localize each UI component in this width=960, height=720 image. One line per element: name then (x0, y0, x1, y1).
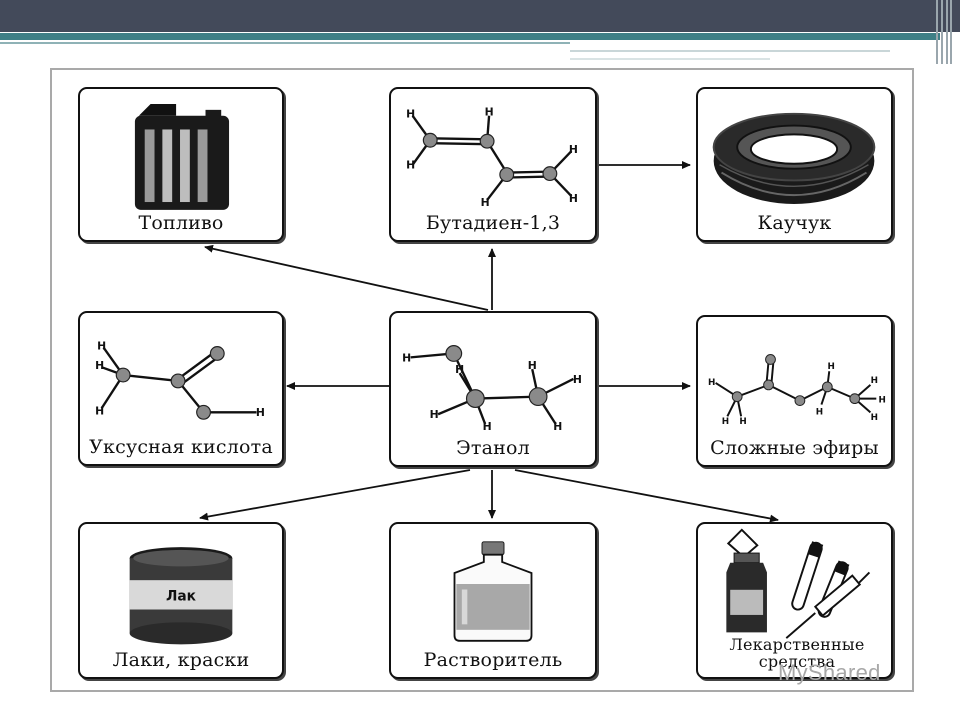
header-line (0, 42, 570, 44)
svg-text:H: H (95, 359, 104, 372)
label-rubber: Каучук (757, 212, 832, 235)
node-ethanol: H H H H H H H Этанол (389, 311, 597, 467)
header-line (570, 50, 890, 52)
label-varnish: Лаки, краски (112, 649, 250, 672)
svg-text:H: H (485, 106, 494, 119)
label-esters: Сложные эфиры (710, 437, 879, 460)
label-acetic-acid: Уксусная кислота (89, 436, 273, 459)
fuel-canister-icon (134, 103, 230, 210)
svg-text:H: H (402, 351, 411, 364)
svg-text:H: H (483, 420, 492, 433)
svg-text:H: H (871, 376, 878, 386)
svg-text:H: H (553, 420, 562, 433)
label-solvent: Растворитель (423, 649, 563, 672)
acetic-acid-molecule-icon: H H H H (95, 340, 265, 420)
node-solvent: Растворитель (389, 522, 597, 679)
svg-text:H: H (722, 417, 729, 427)
svg-text:H: H (95, 404, 104, 417)
svg-text:H: H (878, 396, 885, 406)
svg-text:H: H (256, 406, 265, 419)
watermark: MyShared (778, 660, 881, 685)
svg-text:H: H (406, 159, 415, 172)
svg-text:H: H (569, 143, 578, 156)
slide-header-bar (0, 0, 960, 32)
node-rubber: Каучук (696, 87, 893, 242)
svg-text:H: H (573, 373, 582, 386)
svg-text:H: H (430, 408, 439, 421)
node-esters: H H H H H H H H Сложные эфиры (696, 315, 893, 467)
label-fuel: Топливо (138, 212, 224, 235)
header-stripe (0, 33, 940, 40)
can-label: Лак (166, 588, 197, 604)
header-corner-lines (936, 0, 952, 64)
label-medicine: Лекарственные средства (729, 635, 865, 672)
solvent-bottle-icon (453, 541, 533, 642)
svg-text:H: H (569, 192, 578, 205)
svg-text:H: H (816, 407, 823, 417)
butadiene-molecule-icon: H H H H H H (406, 106, 578, 209)
header-line (570, 58, 770, 60)
node-varnish: Лак Лаки, краски (78, 522, 284, 679)
svg-text:H: H (828, 362, 835, 372)
ethanol-molecule-icon: H H H H H H H (402, 345, 582, 433)
node-butadiene: H H H H H H Бутадиен-1,3 (389, 87, 597, 242)
medicine-vial-syringe-icon (726, 528, 871, 639)
label-ethanol: Этанол (456, 437, 530, 460)
svg-text:H: H (871, 413, 878, 423)
svg-text:H: H (708, 378, 715, 388)
svg-text:H: H (739, 417, 746, 427)
svg-text:H: H (455, 363, 464, 376)
svg-text:H: H (97, 340, 106, 353)
node-acetic-acid: H H H H Уксусная кислота (78, 311, 284, 466)
svg-text:H: H (528, 359, 537, 372)
svg-text:H: H (406, 108, 415, 121)
varnish-can-icon: Лак (129, 547, 233, 645)
label-butadiene: Бутадиен-1,3 (425, 212, 561, 235)
ester-molecule-icon: H H H H H H H H (708, 354, 886, 427)
node-medicine: Лекарственные средства (696, 522, 893, 679)
tire-icon (712, 112, 876, 204)
svg-text:H: H (481, 196, 490, 209)
node-fuel: Топливо (78, 87, 284, 242)
